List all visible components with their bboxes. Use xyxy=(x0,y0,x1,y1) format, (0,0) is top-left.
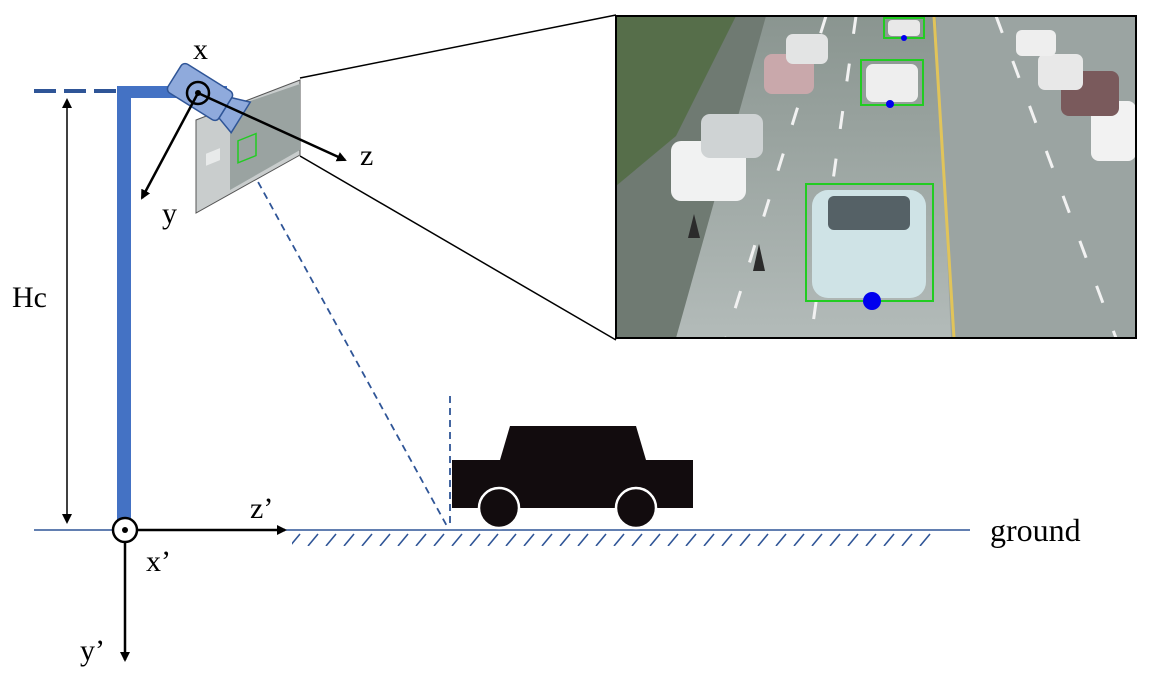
height-label: Hc xyxy=(12,281,47,314)
inset-car-right-4 xyxy=(1016,30,1056,56)
inset-lane-dash-3 xyxy=(994,16,1118,338)
inset-car-left-2 xyxy=(701,114,763,158)
inset-right-road xyxy=(936,16,1136,338)
camera-z-axis xyxy=(197,91,347,162)
car-front-wheel xyxy=(614,486,658,530)
camera-frame-inset xyxy=(615,15,1137,339)
detection-point-near xyxy=(863,292,881,310)
projection-line-bottom xyxy=(299,155,617,341)
camera-sight-line xyxy=(234,139,449,529)
pole-mast xyxy=(117,88,131,525)
inset-trees xyxy=(616,16,736,186)
detections xyxy=(805,17,934,310)
image-plane-detection-box xyxy=(237,132,257,164)
camera-x-label: x xyxy=(193,33,208,66)
ground-label: ground xyxy=(990,512,1081,548)
camera-y-axis xyxy=(140,92,200,200)
car-rear-wheel xyxy=(477,486,521,530)
image-plane-car xyxy=(206,148,220,166)
inset-cone-1 xyxy=(688,214,700,238)
inset-border xyxy=(615,15,1137,339)
projection-line-top xyxy=(299,14,617,79)
world-axes: z’ x’ y’ xyxy=(80,492,287,667)
detection-point-mid xyxy=(886,100,894,108)
inset-detected-car-near-windshield xyxy=(828,196,910,230)
inset-detected-car-mid xyxy=(866,64,918,102)
detection-point-far xyxy=(901,35,907,41)
inset-car-right-3 xyxy=(1038,54,1083,90)
camera: x y z xyxy=(140,33,373,230)
world-y-label: y’ xyxy=(80,634,105,667)
inset-detected-car-far xyxy=(888,20,920,36)
world-z-label: z’ xyxy=(250,492,273,525)
car xyxy=(452,426,693,530)
inset-cone-2 xyxy=(753,244,765,271)
inset-lane-yellow xyxy=(932,16,956,338)
camera-z-label: z xyxy=(360,139,373,172)
ground-hatching xyxy=(292,532,932,546)
world-x-label: x’ xyxy=(146,545,171,578)
car-cabin xyxy=(500,426,646,460)
inset-car-left-4 xyxy=(786,34,828,64)
camera-y-label: y xyxy=(162,197,177,230)
world-origin-dot xyxy=(122,527,128,533)
image-plane-road xyxy=(230,84,300,190)
inset-lane-dash-1 xyxy=(809,16,858,338)
camera-origin-dot xyxy=(195,90,201,96)
camera-origin-circle xyxy=(185,80,211,106)
height-dimension: Hc xyxy=(12,98,72,524)
